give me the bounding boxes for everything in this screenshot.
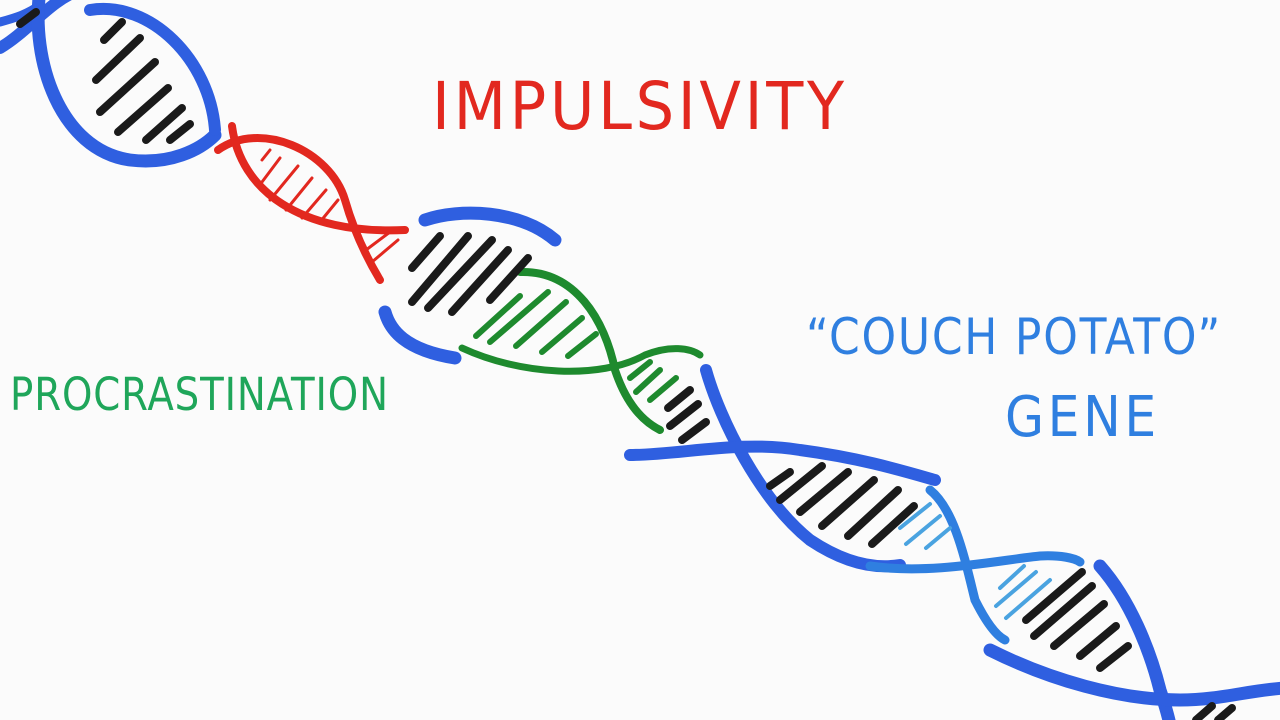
base-pair-rung (796, 468, 852, 516)
blue-strand (1093, 559, 1176, 720)
blue-strand (0, 0, 45, 27)
couch-potato-label: “COUCH POTATO” (806, 308, 1223, 366)
base-pair-rung (142, 104, 186, 144)
base-pair-rung (994, 570, 1038, 608)
base-pair-rung (627, 359, 653, 381)
base-pair-rung (776, 462, 826, 504)
base-pair-rung (844, 486, 902, 540)
base-pair-rung (408, 232, 472, 306)
helix-segment-procrastination (378, 206, 704, 434)
base-pair-rung (766, 468, 794, 490)
base-pair-rung (1096, 642, 1132, 672)
base-pair-rung (114, 84, 172, 136)
base-pair-rung (924, 526, 952, 550)
base-pair-rung (1192, 702, 1216, 720)
base-pair-rung (408, 232, 444, 272)
base-pair-rung (16, 8, 40, 28)
red-strand (228, 122, 409, 235)
helix-segment-couch-potato (865, 485, 1085, 645)
helix-segment-lower (624, 364, 941, 573)
impulsivity-label: IMPULSIVITY (432, 68, 848, 145)
base-pair-rung (260, 156, 282, 184)
base-pair-rung (565, 331, 599, 359)
helix-segment-impulsivity (214, 122, 409, 284)
base-pair-rung (487, 289, 551, 345)
base-pair-rung (92, 34, 144, 84)
green-strand (516, 267, 664, 434)
base-pair-rung (486, 254, 532, 304)
base-pair-rung (904, 514, 942, 546)
base-pair-rung (664, 386, 694, 412)
helix-segment-bottom-right (983, 559, 1280, 720)
base-pair-rung (539, 315, 585, 355)
base-pair-rung (364, 230, 392, 252)
blue-strand (983, 643, 1280, 707)
base-pair-rung (647, 375, 679, 403)
red-strand (214, 134, 384, 284)
base-pair-rung (998, 564, 1026, 590)
base-pair-rung (318, 198, 340, 224)
base-pair-rung (284, 176, 314, 212)
base-pair-rung (166, 120, 194, 144)
base-pair-rung (666, 400, 702, 430)
base-pair-rung (300, 188, 328, 220)
gene-label: GENE (1005, 385, 1160, 450)
base-pair-rung (1030, 582, 1096, 640)
base-pair-rung (633, 367, 663, 395)
blue-strand (31, 0, 222, 168)
base-pair-rung (260, 148, 272, 162)
base-pair-rung (1022, 568, 1086, 624)
base-pair-rung (898, 502, 932, 530)
base-pair-rung (1004, 578, 1052, 620)
base-pair-rung (268, 164, 300, 202)
blue-strand (418, 206, 562, 247)
base-pair-rung (678, 418, 710, 444)
base-pair-rung (448, 246, 512, 316)
base-pair-rung (513, 299, 569, 349)
blue-strand (700, 364, 906, 573)
base-pair-rung (1050, 600, 1108, 650)
base-pair-rung (370, 238, 400, 264)
helix-segment-top-left (0, 0, 222, 168)
blue-strand (84, 2, 221, 136)
base-pair-rung (1214, 704, 1236, 720)
blue-strand (378, 305, 462, 365)
base-pair-rung (868, 502, 918, 548)
couch-blue-strand (865, 551, 1085, 574)
procrastination-label: PROCRASTINATION (10, 368, 389, 421)
couch-blue-strand (925, 485, 1010, 645)
base-pair-rung (100, 18, 126, 44)
base-pair-rung (424, 236, 496, 312)
blue-strand (624, 440, 941, 486)
base-pair-rung (818, 476, 878, 530)
base-pair-rung (473, 293, 523, 339)
base-pair-rung (1076, 622, 1120, 660)
base-pair-rung (96, 58, 159, 116)
green-strand (458, 344, 704, 375)
